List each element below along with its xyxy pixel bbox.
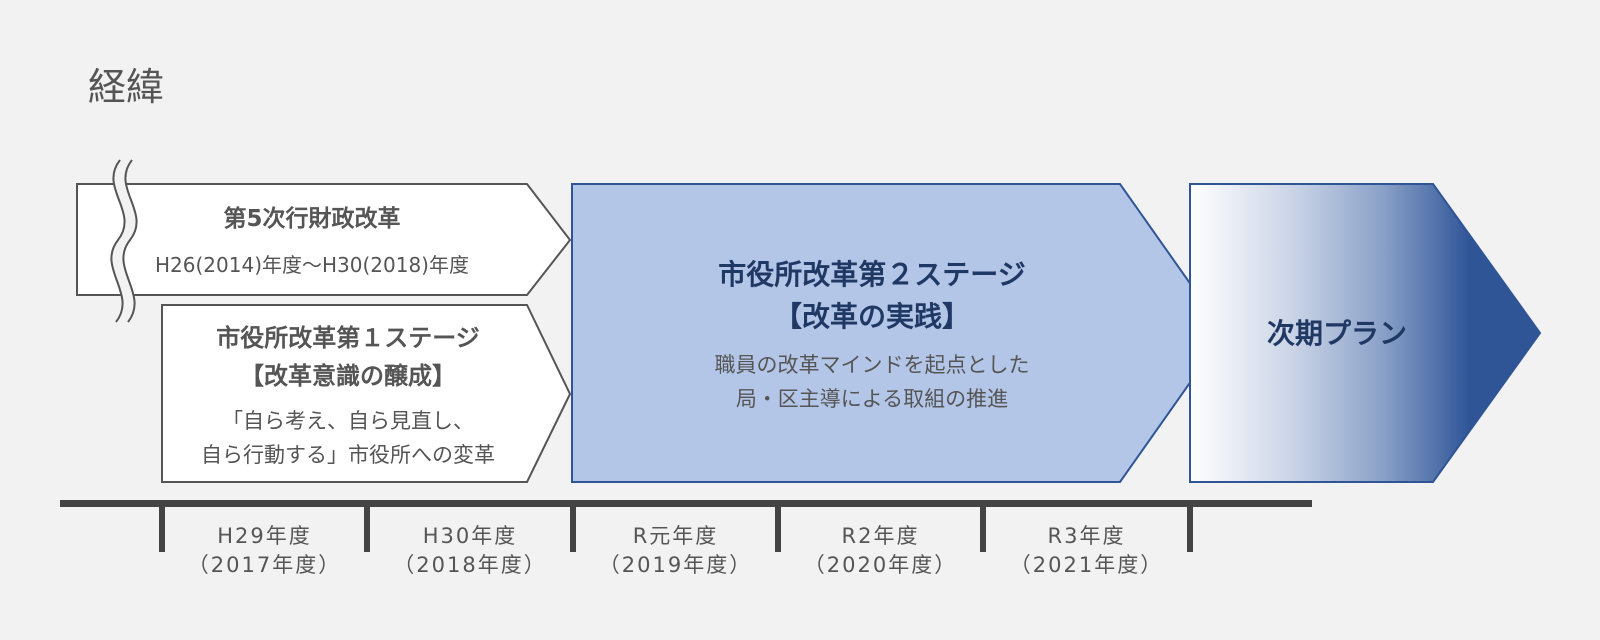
timeline-era-label: R2年度 — [842, 524, 920, 548]
timeline: H29年度 （2017年度） H30年度 （2018年度） R元年度 （2019年度） R2… — [60, 500, 1312, 577]
next-plan-box — [1189, 183, 1542, 483]
break-mark-right — [122, 159, 138, 323]
next-plan-title: 次期プラン — [1267, 317, 1407, 350]
reform5-title: 第5次行財政改革 — [223, 205, 400, 232]
page-title: 経緯 — [88, 65, 164, 109]
stage2-title-line2: 【改革の実践】 — [774, 300, 970, 333]
timeline-era-label: H30年度 — [423, 524, 518, 548]
stage2-box — [571, 183, 1227, 483]
stage1-desc-line2: 自ら行動する」市役所への変革 — [201, 443, 495, 467]
timeline-year-label: （2018年度） — [393, 553, 546, 577]
stage2-desc-line1: 職員の改革マインドを起点とした — [715, 353, 1030, 377]
timeline-bar — [60, 500, 1312, 507]
stage2-title-line1: 市役所改革第２ステージ — [718, 258, 1025, 291]
stage1-title-line1: 市役所改革第１ステージ — [216, 324, 480, 352]
timeline-tick — [980, 504, 986, 552]
stage1-title-line2: 【改革意識の醸成】 — [240, 362, 456, 390]
reform5-box — [76, 183, 572, 296]
timeline-tick — [1187, 504, 1193, 552]
timeline-year-label: （2020年度） — [804, 553, 957, 577]
timeline-tick — [775, 504, 781, 552]
timeline-tick — [159, 504, 165, 552]
timeline-year-label: （2021年度） — [1010, 553, 1163, 577]
timeline-era-label: R3年度 — [1048, 524, 1126, 548]
timeline-era-label: R元年度 — [633, 524, 719, 548]
break-mark-left — [110, 159, 126, 323]
stage2-desc-line2: 局・区主導による取組の推進 — [736, 387, 1008, 411]
timeline-era-label: H29年度 — [217, 524, 312, 548]
timeline-tick — [570, 504, 576, 552]
stage1-box — [161, 304, 572, 483]
timeline-year-label: （2017年度） — [188, 553, 341, 577]
timeline-tick — [364, 504, 370, 552]
stage1-desc-line1: 「自ら考え、自ら見直し、 — [222, 409, 474, 433]
reform5-period: H26(2014)年度〜H30(2018)年度 — [155, 253, 469, 277]
timeline-year-label: （2019年度） — [599, 553, 752, 577]
